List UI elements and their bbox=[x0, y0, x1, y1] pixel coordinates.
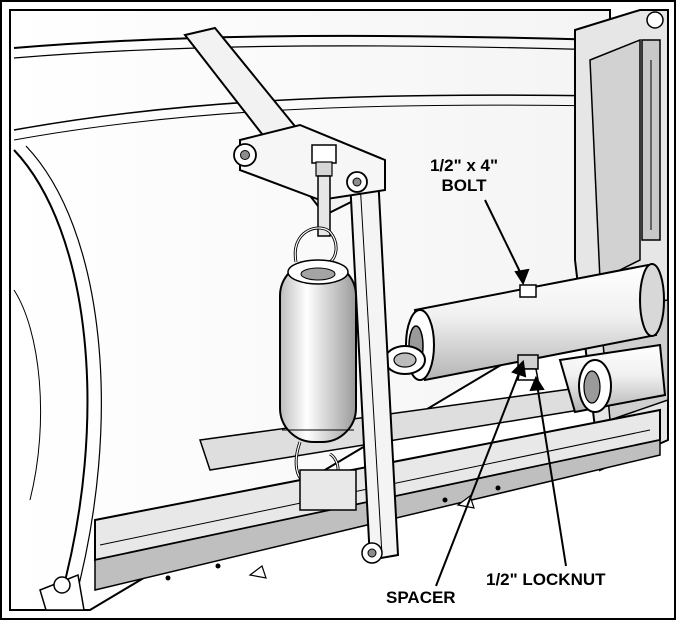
compression-spring bbox=[279, 226, 357, 511]
spring-bracket bbox=[233, 123, 386, 237]
bolt-callout-line1: 1/2" x 4" bbox=[429, 156, 499, 175]
spacer-callout-label: SPACER bbox=[384, 588, 458, 608]
bolt-callout-line2: BOLT bbox=[441, 176, 487, 195]
locknut-callout-label: 1/2" LOCKNUT bbox=[484, 570, 608, 590]
bolt-callout-label: 1/2" x 4" BOLT bbox=[408, 156, 520, 196]
lower-left-hinge bbox=[39, 495, 475, 611]
tube bbox=[384, 263, 667, 414]
leader-lines bbox=[435, 199, 567, 587]
